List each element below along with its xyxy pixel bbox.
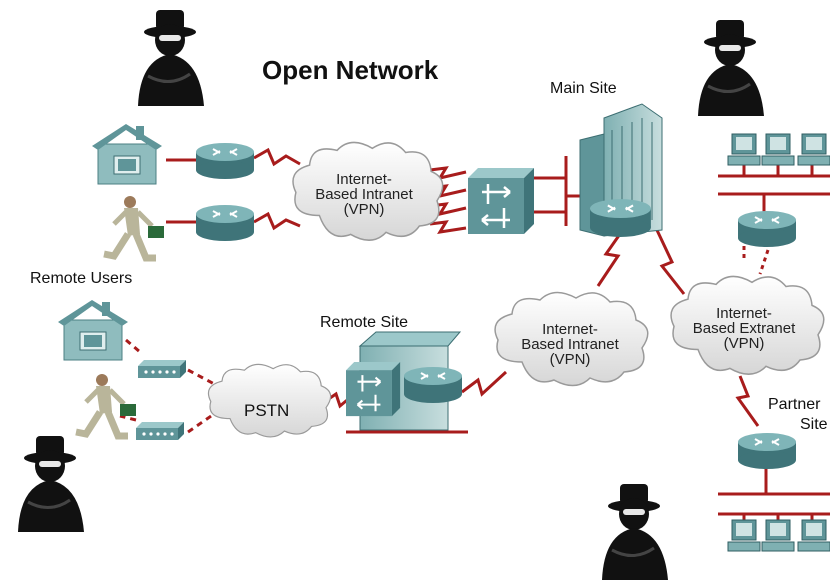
walking-person-icon bbox=[104, 196, 164, 258]
house-icon bbox=[91, 123, 163, 185]
modem-icon bbox=[136, 422, 184, 440]
cloud-intranet-top-label: Internet- Based Intranet (VPN) bbox=[284, 172, 444, 217]
main-site-label: Main Site bbox=[550, 80, 617, 97]
workstation-icon bbox=[727, 519, 761, 552]
router-icon bbox=[737, 210, 797, 248]
cloud-extranet-label: Internet- Based Extranet (VPN) bbox=[664, 306, 824, 351]
partner-site-label-line1: Partner bbox=[768, 396, 821, 413]
switch-icon bbox=[466, 166, 536, 236]
cloud-intranet-mid-label: Internet- Based Intranet (VPN) bbox=[490, 322, 650, 367]
workstation-icon bbox=[797, 519, 830, 552]
partner-site-label-line2: Site bbox=[800, 416, 828, 433]
spy-icon bbox=[696, 18, 766, 118]
house-icon bbox=[57, 299, 129, 361]
remote-site-equipment bbox=[344, 331, 463, 431]
remote-users-label: Remote Users bbox=[30, 270, 133, 287]
pstn-label: PSTN bbox=[244, 401, 290, 420]
cloud-label-line: (VPN) bbox=[723, 335, 765, 352]
switch-icon bbox=[344, 360, 402, 418]
router-icon bbox=[195, 204, 255, 242]
cloud-label-line: Internet- bbox=[542, 321, 598, 338]
walking-person-icon bbox=[76, 374, 136, 436]
cloud-label-line: (VPN) bbox=[343, 201, 385, 218]
cloud-label-line: Internet- bbox=[716, 305, 772, 322]
workstation-icon bbox=[761, 133, 795, 166]
router-icon bbox=[737, 432, 797, 470]
modem-icon bbox=[138, 360, 186, 378]
spy-icon bbox=[136, 8, 206, 108]
building-icon bbox=[579, 103, 663, 238]
cloud-label-line: (VPN) bbox=[549, 351, 591, 368]
diagram-title: Open Network bbox=[262, 55, 439, 85]
workstation-icon bbox=[727, 133, 761, 166]
router-icon bbox=[403, 366, 463, 404]
remote-site-label: Remote Site bbox=[320, 314, 409, 331]
spy-icon bbox=[16, 434, 86, 534]
cloud-label-line: Based Intranet bbox=[521, 336, 619, 353]
router-icon bbox=[195, 142, 255, 180]
spy-icon bbox=[600, 482, 670, 582]
cloud-label-line: Internet- bbox=[336, 171, 392, 188]
cloud-label-line: Based Intranet bbox=[315, 186, 413, 203]
workstation-icon bbox=[761, 519, 795, 552]
cloud-label-line: Based Extranet bbox=[692, 320, 796, 337]
workstation-icon bbox=[797, 133, 830, 166]
